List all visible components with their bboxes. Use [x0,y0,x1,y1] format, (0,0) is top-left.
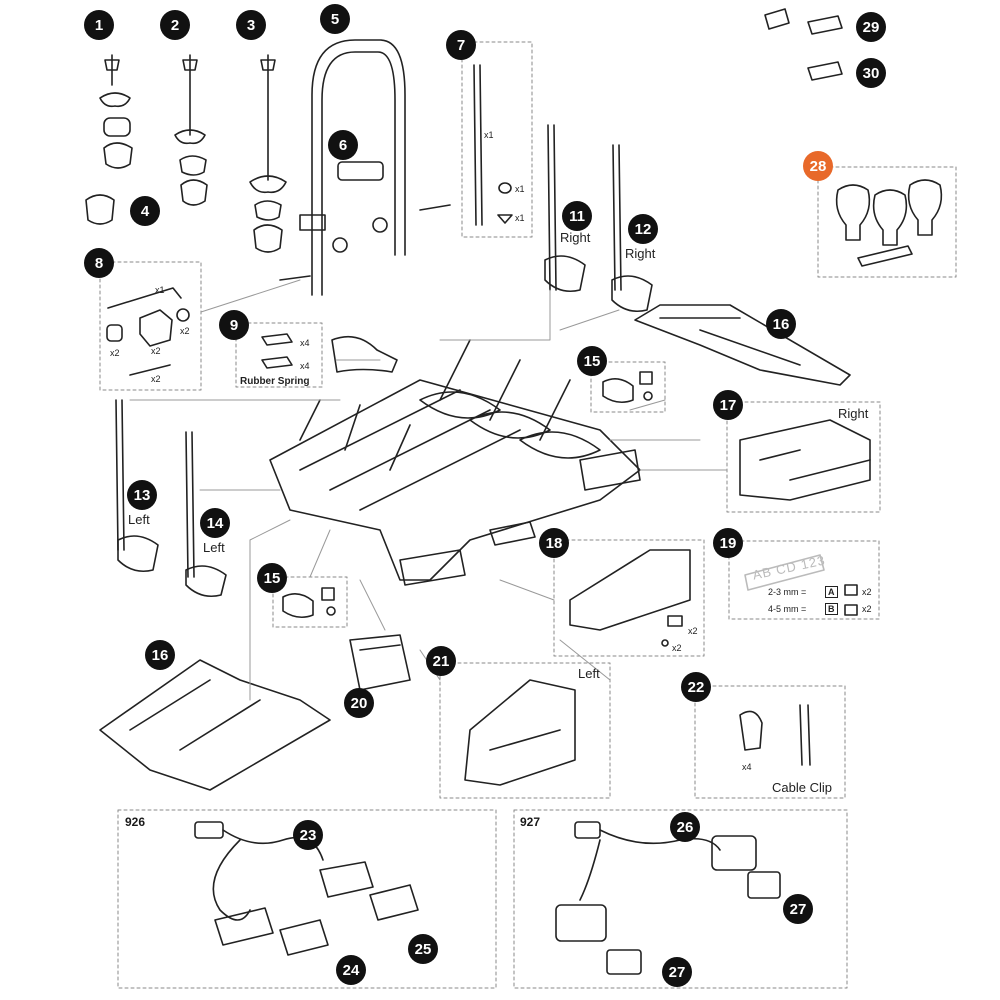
part-29-lock-and-key [764,8,843,35]
quantity-label: x2 [110,348,120,358]
quantity-label: x2 [151,346,161,356]
part-17-right-light-housing [739,419,871,501]
part-30-key [807,61,843,81]
right-label: Right [625,246,656,261]
model-926-label: 926 [125,815,146,829]
left-label: Left [578,666,600,681]
part-number-badge: 26 [670,812,700,842]
part-number-badge: 25 [408,934,438,964]
part-number-badge: 24 [336,955,366,985]
part-number-badge: 29 [856,12,886,42]
part-number-badge: 6 [328,130,358,160]
part-number-badge: 9 [219,310,249,340]
part-19-plate-spacers [744,554,858,616]
part-number-badge: 11 [562,201,592,231]
part-16-wheel-holder-upper [634,304,851,386]
part-16-wheel-holder-lower [99,659,331,791]
part-15-end-cap-upper [602,371,653,404]
quantity-label: x2 [862,587,872,597]
part-22-cable-clip [739,704,811,766]
part-number-badge: 7 [446,30,476,60]
part-number-badge: 2 [160,10,190,40]
part-number-badge: 12 [628,214,658,244]
part-13-left-clamp [115,399,159,573]
part-15-end-cap-lower [282,587,336,619]
part-number-badge: 16 [766,309,796,339]
part-number-badge: 14 [200,508,230,538]
part-number-badge: 18 [539,528,569,558]
part-number-badge: 17 [713,390,743,420]
part-2-clamp-arm [174,54,208,206]
model-927-label: 927 [520,815,541,829]
quantity-label: x2 [151,374,161,384]
right-label: Right [838,406,869,421]
part-number-badge: 30 [856,58,886,88]
right-label: Right [560,230,591,245]
quantity-label: x1 [515,213,525,223]
quantity-label: x2 [180,326,190,336]
part-5-frame [279,39,451,296]
part-number-badge: 5 [320,4,350,34]
spacer-row-2-3mm: 2-3 mm = [768,587,807,597]
bike-carrier-assembly [269,339,641,586]
part-number-badge: 27 [662,957,692,987]
spacer-row-4-5mm: 4-5 mm = [768,604,807,614]
part-number-badge: 8 [84,248,114,278]
spacer-key-a: A [825,586,838,598]
rubber-spring-label: Rubber Spring [240,376,310,387]
part-number-badge: 19 [713,528,743,558]
part-3-clamp-arm [249,54,287,253]
part-12-right-clamp [611,144,653,313]
quantity-label: x1 [155,285,165,295]
part-20-bracket [349,634,411,691]
cable-clip-label: Cable Clip [772,780,832,795]
quantity-label: x2 [688,626,698,636]
part-number-badge: 15 [577,346,607,376]
part-28-bulbs [835,179,943,267]
part-number-badge: 20 [344,688,374,718]
part-number-badge: 13 [127,480,157,510]
part-21-left-light-housing [464,679,576,786]
part-8-hardware-kit [106,287,190,376]
quantity-label: x4 [300,338,310,348]
part-number-badge-highlighted: 28 [803,151,833,181]
quantity-label: x4 [300,361,310,371]
part-number-badge: 3 [236,10,266,40]
part-number-badge: 22 [681,672,711,702]
part-4-knob-cap [85,194,115,225]
quantity-label: x2 [862,604,872,614]
leader-lines [129,279,728,701]
left-label: Left [203,540,225,555]
part-number-badge: 21 [426,646,456,676]
part-18-side-bracket [569,549,691,647]
left-label: Left [128,512,150,527]
part-11-right-clamp [544,124,586,293]
part-23-24-25-926-wiring [194,821,419,956]
part-number-badge: 1 [84,10,114,40]
quantity-label: x1 [484,130,494,140]
spacer-key-b: B [825,603,838,615]
part-26-27-927-wiring [555,821,781,975]
part-number-badge: 15 [257,563,287,593]
part-number-badge: 4 [130,196,160,226]
quantity-label: x2 [672,643,682,653]
part-7-strap [473,64,513,226]
part-number-badge: 23 [293,820,323,850]
part-9-rubber-spring-set [261,333,398,373]
part-14-left-clamp [185,431,227,598]
quantity-label: x4 [742,762,752,772]
part-number-badge: 27 [783,894,813,924]
quantity-label: x1 [515,184,525,194]
part-number-badge: 16 [145,640,175,670]
part-1-clamp-arm [99,54,133,169]
